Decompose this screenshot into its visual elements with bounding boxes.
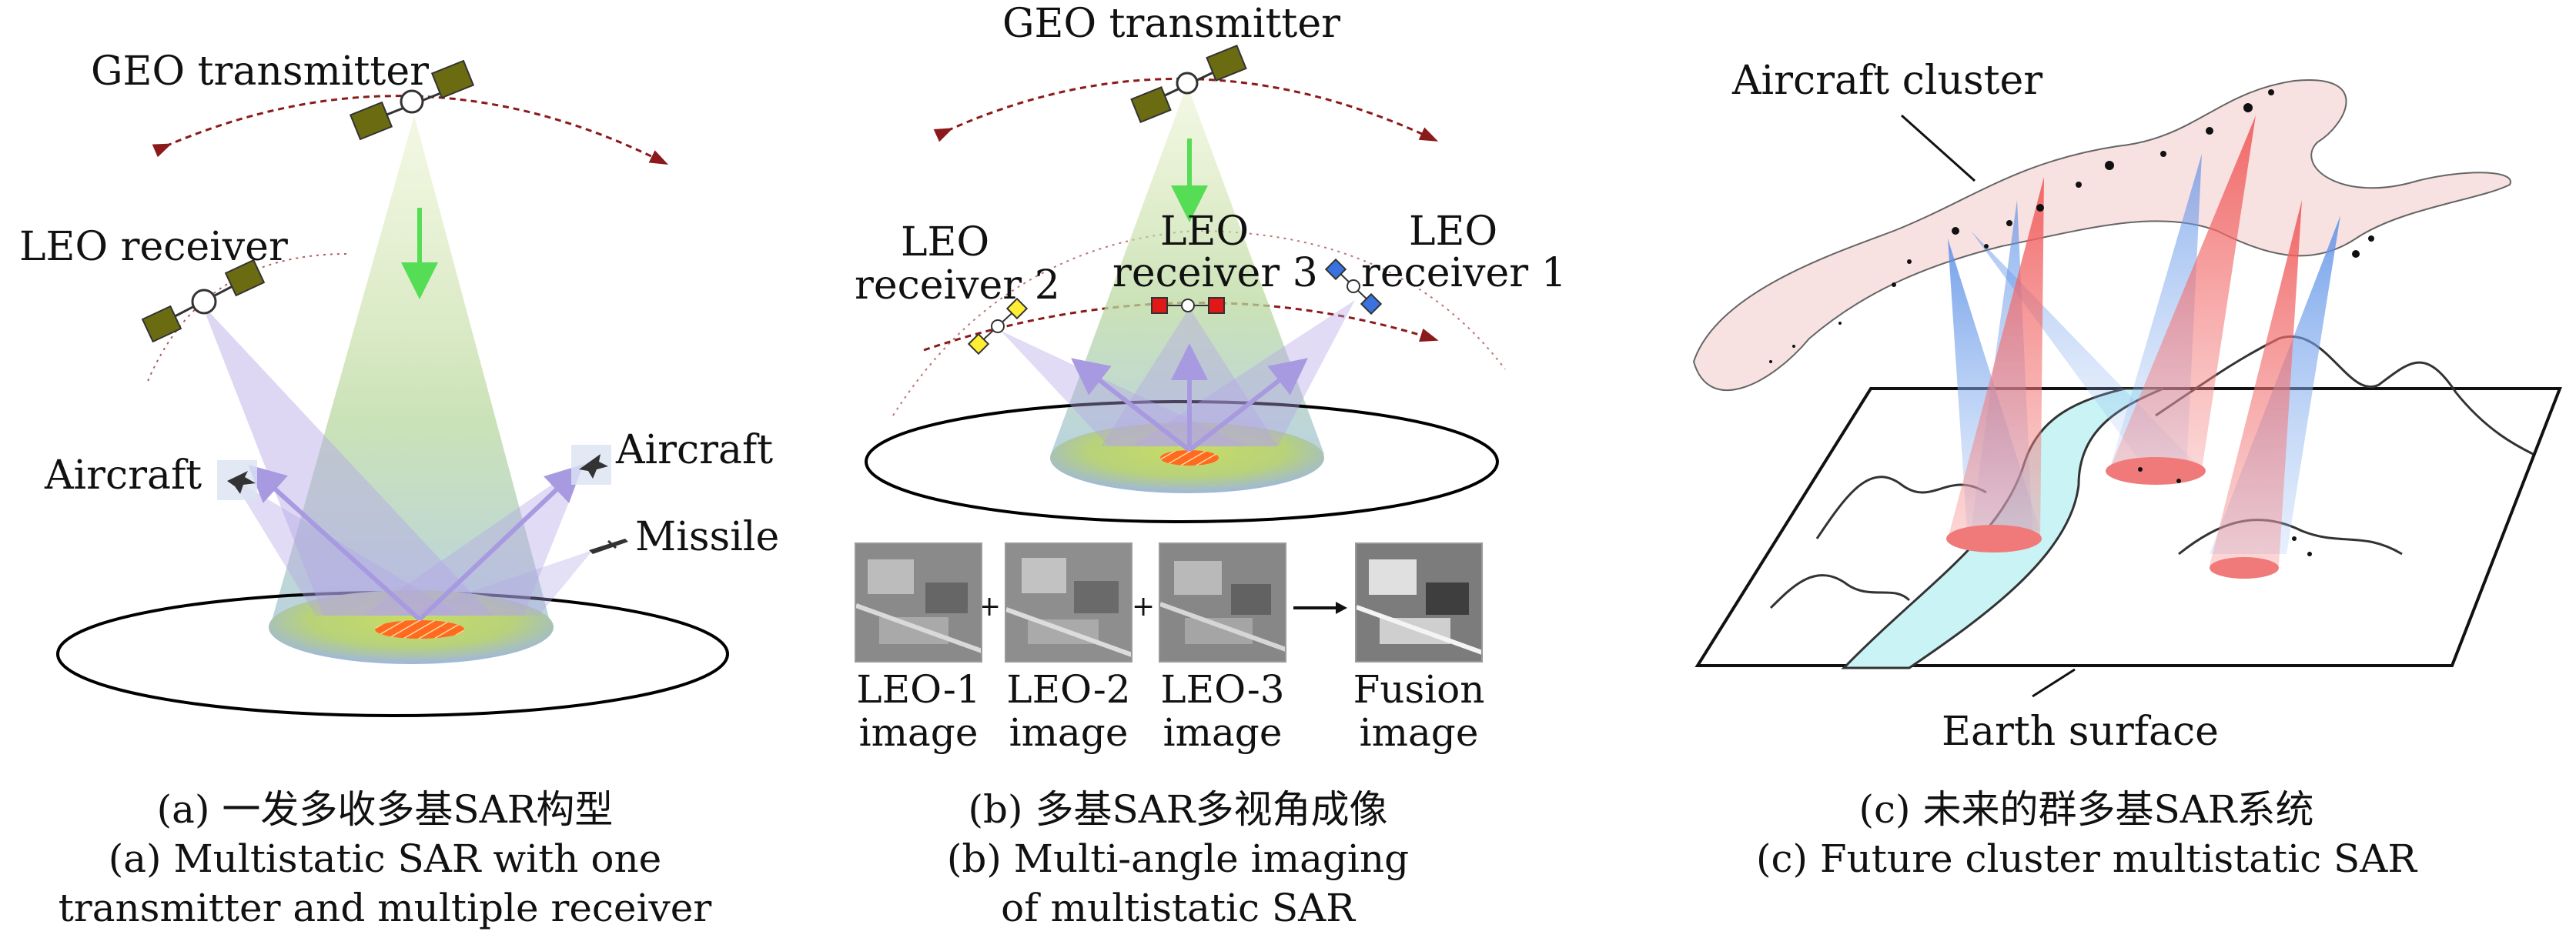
fusion-image bbox=[1355, 542, 1483, 663]
leo-satellite-3 bbox=[1151, 297, 1225, 314]
aircraft-beam-left bbox=[231, 477, 462, 616]
caption-b-en-1: (b) Multi-angle imaging bbox=[946, 836, 1410, 881]
leo-satellite-1 bbox=[1324, 258, 1383, 315]
leo3-image bbox=[1159, 542, 1286, 663]
geo-satellite-b bbox=[1130, 44, 1247, 124]
aircraft-left-label: Aircraft bbox=[44, 452, 202, 499]
ground-ellipse-b bbox=[865, 400, 1499, 523]
leo1-label-l1: LEO bbox=[1409, 209, 1497, 255]
aircraft-left-icon bbox=[217, 460, 257, 500]
leo-orbit-a bbox=[146, 253, 347, 386]
geo-label-b: GEO transmitter bbox=[1002, 1, 1340, 47]
aircraft-right-label: Aircraft bbox=[615, 427, 773, 473]
geo-satellite-a bbox=[349, 59, 475, 141]
caption-c-en: (c) Future cluster multistatic SAR bbox=[1755, 836, 2417, 881]
leo-satellite-2 bbox=[967, 297, 1029, 356]
missile-label: Missile bbox=[635, 514, 779, 560]
geo-orbit-a bbox=[152, 95, 669, 165]
leo3-label-l2: receiver 3 bbox=[1112, 250, 1318, 296]
leo-label-a: LEO receiver bbox=[19, 224, 288, 270]
plus-sign-2: + bbox=[1132, 591, 1155, 623]
geo-beam-a bbox=[271, 115, 550, 623]
geo-label-a: GEO transmitter bbox=[91, 48, 429, 95]
caption-b-cn: (b) 多基SAR多视角成像 bbox=[968, 787, 1388, 832]
caption-b: (b) 多基SAR多视角成像 (b) Multi-angle imaging o… bbox=[855, 785, 1501, 933]
leo1-image-caption-l2: image bbox=[858, 710, 979, 755]
caption-b-en-2: of multistatic SAR bbox=[1001, 886, 1355, 930]
caption-c: (c) 未来的群多基SAR系统 (c) Future cluster multi… bbox=[1732, 785, 2441, 883]
earth-plane bbox=[1694, 387, 2562, 667]
leo3-image-caption-l1: LEO-3 bbox=[1160, 667, 1285, 712]
panel-a: GEO transmitter LEO receiver Aircraft Ai… bbox=[19, 48, 779, 717]
earth-label: Earth surface bbox=[1942, 709, 2219, 755]
leo2-image-caption-l1: LEO-2 bbox=[1006, 667, 1131, 712]
aircraft-cluster-ribbon bbox=[1692, 78, 2511, 392]
caption-c-cn: (c) 未来的群多基SAR系统 bbox=[1858, 787, 2314, 832]
aircraft-right-icon bbox=[571, 445, 611, 485]
leo2-image bbox=[1005, 542, 1132, 663]
leo2-image-caption-l2: image bbox=[1009, 710, 1129, 755]
leo1-image-caption: LEO-1 image bbox=[847, 668, 990, 754]
leo-beam-a bbox=[202, 304, 493, 616]
leo-satellite-a bbox=[141, 259, 266, 343]
aircraft-dots bbox=[1769, 89, 2374, 556]
leo3-image-caption-l2: image bbox=[1163, 710, 1283, 755]
target-b bbox=[1160, 450, 1219, 466]
leo2-label-l1: LEO bbox=[901, 219, 989, 265]
caption-a-en-2: transmitter and multiple receiver bbox=[58, 886, 712, 930]
missile-beam bbox=[400, 550, 593, 616]
leo3-image-caption: LEO-3 image bbox=[1151, 668, 1294, 754]
leo1-image-caption-l1: LEO-1 bbox=[856, 667, 981, 712]
caption-a-cn: (a) 一发多收多基SAR构型 bbox=[156, 787, 614, 832]
caption-a: (a) 一发多收多基SAR构型 (a) Multistatic SAR with… bbox=[46, 785, 724, 933]
fusion-image-caption-l1: Fusion bbox=[1353, 667, 1485, 712]
caption-a-en-1: (a) Multistatic SAR with one bbox=[108, 836, 662, 881]
panel-b: GEO transmitter LEO receiver 2 LEO recei… bbox=[855, 1, 1567, 623]
fusion-image-caption: Fusion image bbox=[1343, 668, 1494, 754]
target-a bbox=[375, 620, 464, 639]
leo1-image bbox=[855, 542, 982, 663]
cluster-label: Aircraft cluster bbox=[1731, 58, 2042, 104]
leo3-label-l1: LEO bbox=[1160, 209, 1249, 255]
leo2-label-l2: receiver 2 bbox=[855, 262, 1060, 309]
leo2-image-caption: LEO-2 image bbox=[997, 668, 1140, 754]
leo1-label-l2: receiver 1 bbox=[1361, 250, 1567, 296]
panel-c: Aircraft cluster Earth surface bbox=[1692, 58, 2562, 755]
aircraft-beam-right bbox=[362, 462, 585, 616]
missile-icon bbox=[589, 539, 628, 554]
leo-orbit-b2 bbox=[892, 229, 1506, 416]
geo-beam-b bbox=[1051, 85, 1324, 454]
fusion-image-caption-l2: image bbox=[1359, 710, 1479, 755]
